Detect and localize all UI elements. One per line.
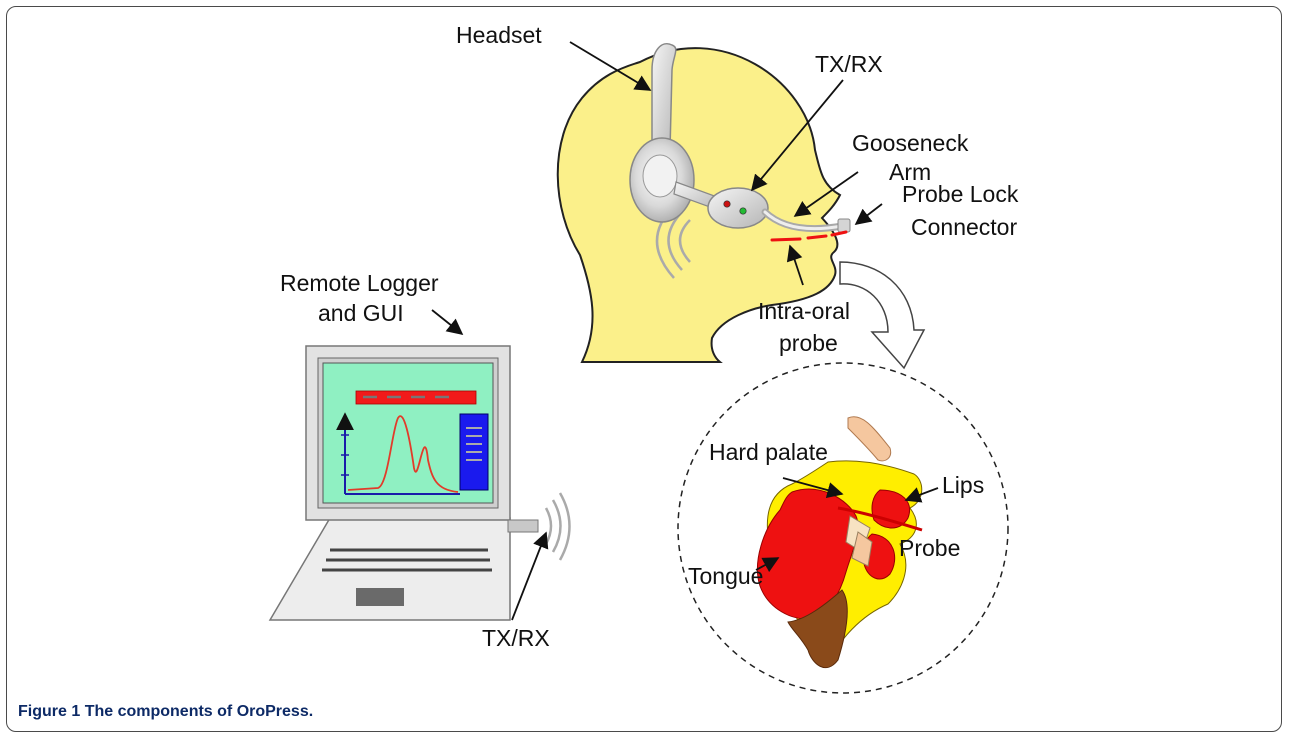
label-gooseneck-2: Arm [889,159,931,185]
mouth-cross-section [677,362,1009,694]
headset [629,43,851,242]
green-led [739,207,747,215]
txrx-module [707,187,769,229]
head-silhouette [556,47,842,363]
label-tongue: Tongue [688,563,763,589]
label-txrx-laptop: TX/RX [482,625,550,651]
label-probe: Probe [899,535,960,561]
label-remote-2: and GUI [318,300,404,326]
intraoral-probe-tube [770,230,848,242]
label-probe-lock-1: Probe Lock [902,181,1019,207]
label-gooseneck-1: Gooseneck [852,130,969,156]
leader-arrows [431,41,939,621]
label-headset: Headset [456,22,542,48]
red-led [723,200,731,208]
probe-tip [837,506,923,532]
probe-lock-connector [837,218,851,233]
usb-dongle [507,519,539,533]
zoom-arrow [839,261,926,370]
pressure-curve [347,415,459,493]
label-intraoral-2: probe [779,330,838,356]
trackpad [356,588,404,606]
jaw-bone [787,589,848,669]
caption-lead: Figure 1 [18,703,81,720]
label-hard-palate: Hard palate [709,439,828,465]
labels: Headset TX/RX Gooseneck Arm Probe Lock C… [280,22,1019,651]
head-illustration [556,47,842,363]
label-probe-lock-2: Connector [911,214,1017,240]
caption-text: The components of OroPress. [84,703,314,720]
label-txrx-head: TX/RX [815,51,883,77]
label-lips: Lips [942,472,984,498]
laptop [268,345,571,621]
label-intraoral-1: Intra-oral [758,298,850,324]
label-remote-1: Remote Logger [280,270,439,296]
nose-cartilage [847,416,892,462]
figure-caption: Figure 1 The components of OroPress. [18,703,313,721]
